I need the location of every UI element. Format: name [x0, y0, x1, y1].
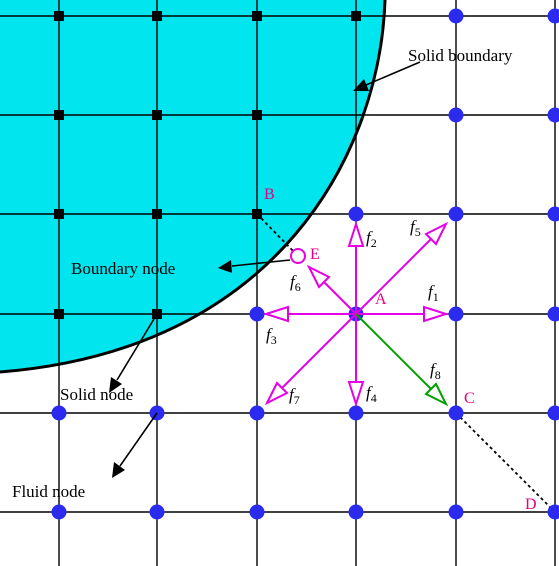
annotation-arrows: [109, 61, 421, 478]
boundary-node-pointer: [218, 259, 291, 273]
vector-f3: [262, 305, 356, 323]
fluid-node: [448, 206, 464, 222]
direction-label-f8: f8: [430, 360, 441, 382]
solid-node: [54, 209, 64, 219]
fluid-node: [51, 405, 67, 421]
fluid-node: [348, 206, 364, 222]
solid-node: [152, 11, 162, 21]
fluid-node: [51, 504, 67, 520]
solid-node-pointer: [109, 313, 158, 393]
direction-label-f6: f6: [290, 272, 301, 294]
dashed-line-CD: [455, 412, 556, 513]
solid-node: [54, 11, 64, 21]
boundary-node-label: Boundary node: [71, 259, 175, 278]
solid-node: [54, 110, 64, 120]
solid-node: [351, 11, 361, 21]
fluid-node: [448, 107, 464, 123]
point-label-A: A: [375, 291, 387, 308]
solid-node: [54, 309, 64, 319]
direction-label-f4: f4: [366, 383, 377, 405]
fluid-node: [249, 504, 265, 520]
point-label-B: B: [264, 186, 275, 203]
direction-label-f2: f2: [366, 228, 377, 250]
vector-f2: [347, 220, 365, 314]
direction-label-f5: f5: [410, 217, 421, 239]
fluid-node: [149, 504, 165, 520]
vector-f5: [355, 221, 449, 315]
fluid-node: [547, 504, 559, 520]
fluid-node: [348, 504, 364, 520]
solid-node: [152, 110, 162, 120]
fluid-node: [547, 206, 559, 222]
velocity-vectors: [262, 220, 450, 408]
solid-node: [152, 209, 162, 219]
solid-boundary-pointer: [353, 61, 421, 91]
solid-node-label: Solid node: [60, 385, 133, 404]
fluid-node: [448, 306, 464, 322]
vector-f8: [355, 313, 449, 407]
direction-label-f7: f7: [289, 385, 300, 407]
fluid-node: [547, 306, 559, 322]
solid-node: [252, 209, 262, 219]
fluid-node-pointer: [112, 412, 158, 478]
fluid-node: [547, 107, 559, 123]
fluid-node: [448, 8, 464, 24]
fluid-node-label: Fluid node: [12, 482, 85, 501]
vector-f1: [356, 305, 450, 323]
direction-label-f1: f1: [428, 282, 439, 304]
point-label-D: D: [525, 496, 537, 513]
solid-node: [252, 11, 262, 21]
solid-nodes: [54, 11, 361, 319]
solid-node: [252, 110, 262, 120]
dashed-line-BE: [256, 213, 299, 257]
point-label-E: E: [310, 246, 320, 263]
solid-region: [0, 0, 385, 372]
vector-f7: [264, 313, 357, 406]
fluid-node: [249, 405, 265, 421]
fluid-node: [547, 405, 559, 421]
vector-f4: [347, 314, 365, 408]
solid-boundary-label: Solid boundary: [408, 46, 513, 65]
fluid-node: [249, 306, 265, 322]
boundary-node-E: [290, 248, 306, 264]
fluid-node: [348, 405, 364, 421]
fluid-node: [547, 8, 559, 24]
fluid-node-C: [448, 405, 464, 421]
direction-label-f3: f3: [266, 325, 277, 347]
point-label-C: C: [464, 390, 475, 407]
vector-f6: [306, 264, 357, 315]
solid-boundary-curve: [0, 0, 387, 374]
fluid-node: [448, 504, 464, 520]
